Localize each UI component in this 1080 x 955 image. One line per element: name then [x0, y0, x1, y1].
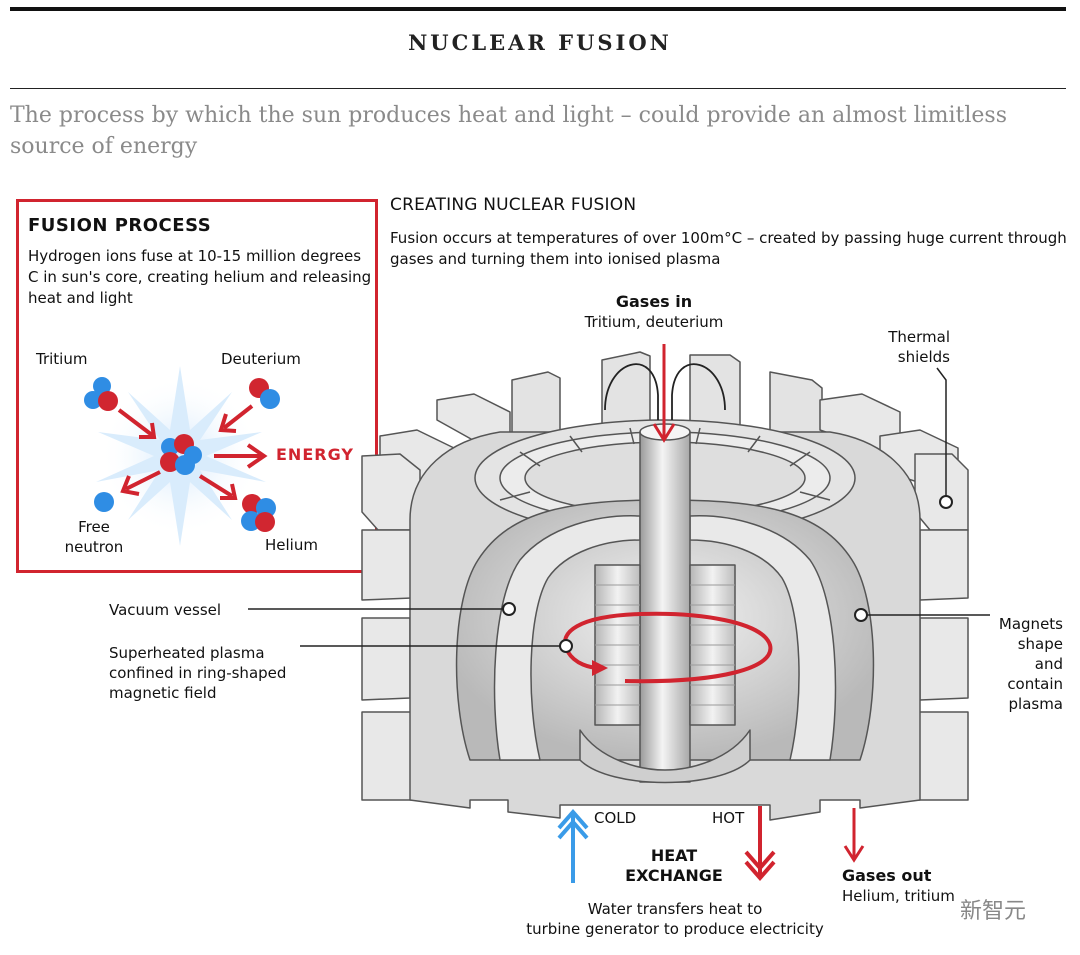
free-neutron-label: Free neutron [44, 517, 144, 557]
fusion-process-title: FUSION PROCESS [28, 215, 212, 236]
page-subtitle: The process by which the sun produces he… [10, 103, 1008, 159]
top-rule [10, 7, 1066, 11]
plasma-callout-line3: magnetic field [109, 684, 217, 702]
creating-fusion-text: Fusion occurs at temperatures of over 10… [390, 229, 1067, 268]
helium-atom [241, 494, 276, 532]
hot-label: HOT [712, 809, 745, 827]
free-neutron-label-line1: Free [78, 518, 110, 536]
gases-out-subtitle: Helium, tritium [842, 887, 955, 905]
page-title: NUCLEAR FUSION [408, 30, 672, 55]
reaction-arrows [117, 404, 268, 500]
magnets-callout: Magnets shape and contain plasma [963, 614, 1063, 714]
fusion-process-text: Hydrogen ions fuse at 10-15 million degr… [28, 247, 372, 307]
heat-exchange-title: HEAT EXCHANGE [604, 846, 744, 886]
tritium-label: Tritium [36, 350, 88, 368]
heat-exchange-line2: EXCHANGE [625, 866, 723, 885]
creating-fusion-title: CREATING NUCLEAR FUSION [390, 195, 637, 215]
free-neutron-label-line2: neutron [64, 538, 124, 556]
deuterium-atom [249, 378, 280, 409]
water-transfer-line2: turbine generator to produce electricity [526, 920, 824, 938]
vacuum-vessel-callout: Vacuum vessel [109, 601, 222, 619]
callout-markers [502, 495, 953, 653]
tokamak-reactor [361, 351, 969, 821]
callout-leaders [248, 367, 990, 647]
magnets-line2: shape [1017, 635, 1063, 653]
fusion-reaction-illustration [84, 366, 280, 546]
magnets-line5: plasma [1008, 695, 1064, 713]
gases-out-callout: Gases out Helium, tritium [842, 866, 955, 906]
plasma-callout-line2: confined in ring-shaped [109, 664, 287, 682]
cold-label: COLD [594, 809, 637, 827]
watermark: 新智元 [960, 899, 1027, 924]
gases-out-title: Gases out [842, 866, 932, 885]
plasma-callout-line1: Superheated plasma [109, 644, 265, 662]
gas-inlet-pipes [604, 363, 726, 420]
fusing-nucleus [160, 434, 202, 475]
water-transfer-text: Water transfers heat to turbine generato… [500, 899, 850, 939]
tritium-atom [84, 377, 118, 411]
free-neutron-particle [94, 492, 114, 512]
magnets-line4: contain [1007, 675, 1063, 693]
hot-outflow-arrow [744, 806, 776, 882]
energy-label: ENERGY [276, 445, 354, 464]
magnets-line1: Magnets [998, 615, 1063, 633]
magnets-line3: and [1034, 655, 1063, 673]
gases-in-subtitle: Tritium, deuterium [584, 313, 724, 331]
thermal-shields-callout: Thermal shields [850, 327, 950, 367]
cold-inflow-arrow [557, 808, 589, 883]
gases-in-callout: Gases in Tritium, deuterium [554, 292, 754, 332]
gases-in-arrow [652, 344, 676, 443]
title-divider [10, 88, 1066, 89]
deuterium-label: Deuterium [221, 350, 301, 368]
plasma-callout: Superheated plasma confined in ring-shap… [109, 643, 286, 703]
water-transfer-line1: Water transfers heat to [587, 900, 763, 918]
heat-exchange-line1: HEAT [650, 846, 698, 865]
gases-in-title: Gases in [615, 292, 693, 311]
gases-out-arrow [843, 808, 865, 863]
helium-label: Helium [265, 536, 318, 554]
thermal-shields-line1: Thermal [888, 328, 950, 346]
thermal-shields-line2: shields [897, 348, 950, 366]
